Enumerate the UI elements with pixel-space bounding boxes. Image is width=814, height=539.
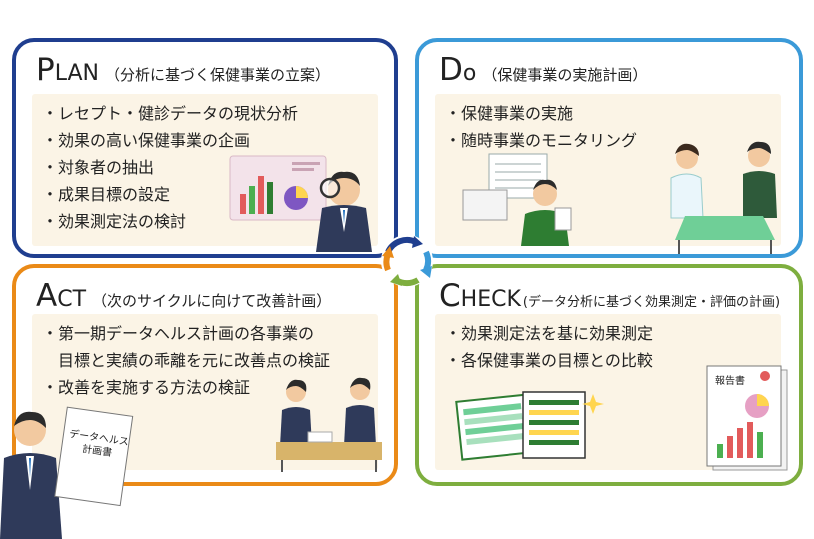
act-item-line: 目標と実績の乖離を元に改善点の検証	[58, 351, 331, 370]
act-item-list: ・第一期データヘルス計画の各事業の目標と実績の乖離を元に改善点の検証 ・改善を実…	[42, 320, 330, 401]
plan-document-icon	[54, 406, 134, 507]
do-subtitle: （保健事業の実施計画）	[482, 66, 648, 84]
report-label: 報告書	[715, 376, 745, 387]
check-subtitle: (データ分析に基づく効果測定・評価の計画)	[522, 295, 781, 310]
table-icon	[675, 216, 775, 240]
report-document-icon	[706, 365, 782, 467]
envelope-icon	[462, 189, 508, 221]
sparkle-icon	[582, 394, 604, 414]
plan-panel: PLAN （分析に基づく保健事業の立案） ・レセプト・健診データの現状分析 ・効果…	[12, 38, 398, 258]
act-title: ACT （次のサイクルに向けて改善計画）	[36, 278, 331, 314]
plan-title: PLAN （分析に基づく保健事業の立案）	[36, 52, 330, 88]
consultation-illustration	[670, 141, 777, 254]
report-illustration: 報告書	[703, 362, 793, 474]
plan-subtitle: （分析に基づく保健事業の立案）	[104, 66, 330, 84]
do-item: ・随時事業のモニタリング	[445, 131, 638, 150]
do-title: Do （保健事業の実施計画）	[439, 52, 647, 88]
person-head-icon	[533, 182, 557, 206]
check-item-list: ・効果測定法を基に効果測定 ・各保健事業の目標との比較	[445, 320, 653, 374]
spreadsheets-illustration	[455, 391, 604, 461]
plan-title-rest: LAN	[54, 61, 99, 86]
plan-item: ・効果測定法の検討	[42, 212, 187, 231]
act-subtitle: （次のサイクルに向けて改善計画）	[92, 292, 332, 310]
act-item: ・第一期データヘルス計画の各事業の目標と実績の乖離を元に改善点の検証	[42, 320, 330, 374]
do-title-rest: o	[462, 61, 477, 86]
do-item-list: ・保健事業の実施 ・随時事業のモニタリング	[445, 100, 637, 154]
plan-item-list: ・レセプト・健診データの現状分析 ・効果の高い保健事業の企画 ・対象者の抽出 ・…	[42, 100, 298, 235]
act-item-line: ・第一期データヘルス計画の各事業の	[42, 324, 315, 343]
check-panel: CHECK(データ分析に基づく効果測定・評価の計画) ・効果測定法を基に効果測定…	[415, 264, 803, 486]
plan-item: ・成果目標の設定	[42, 185, 171, 204]
check-item: ・効果測定法を基に効果測定	[445, 324, 654, 343]
plan-item: ・レセプト・健診データの現状分析	[42, 104, 299, 123]
worker-with-forms-illustration	[462, 153, 572, 246]
pdca-cycle-icon	[381, 235, 433, 287]
magnifier-icon	[319, 177, 341, 199]
table-icon	[276, 442, 382, 460]
plan-item: ・効果の高い保健事業の企画	[42, 131, 251, 150]
check-item: ・各保健事業の目標との比較	[445, 351, 653, 370]
check-title-rest: HECK	[460, 287, 521, 312]
check-title: CHECK(データ分析に基づく効果測定・評価の計画)	[439, 278, 780, 314]
plan-item: ・対象者の抽出	[42, 158, 155, 177]
presenter-illustration: データヘルス 計画書	[0, 398, 140, 539]
act-title-letter: A	[36, 278, 58, 314]
plan-title-letter: P	[36, 52, 55, 88]
meeting-illustration	[276, 377, 382, 472]
do-title-letter: D	[439, 52, 463, 88]
check-title-letter: C	[439, 278, 461, 314]
analyst-illustration	[229, 155, 372, 252]
do-panel: Do （保健事業の実施計画） ・保健事業の実施 ・随時事業のモニタリング	[415, 38, 803, 258]
person-head-icon	[748, 145, 770, 167]
person-head-icon	[676, 147, 698, 169]
act-title-rest: CT	[57, 287, 87, 312]
do-item: ・保健事業の実施	[445, 104, 574, 123]
act-item: ・改善を実施する方法の検証	[42, 378, 251, 397]
